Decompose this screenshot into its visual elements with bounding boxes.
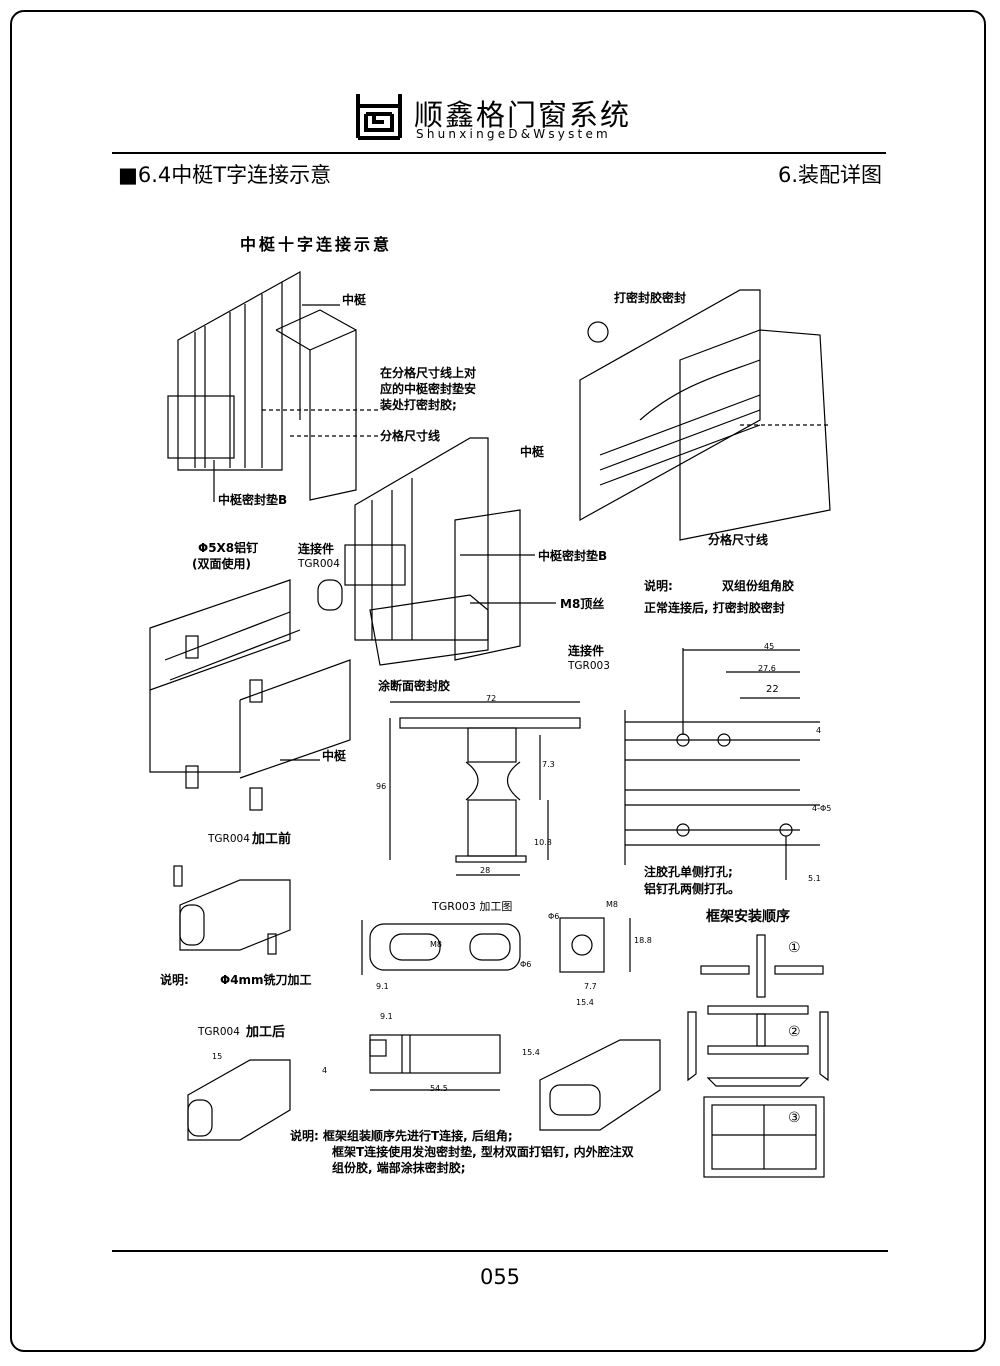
cross-joint-drawing [167,270,378,502]
step-1-marker: ① [788,940,801,956]
label-mullion-1: 中梃 [342,293,367,307]
dim-15: 15 [212,1052,223,1061]
label-grid-line-2: 分格尺寸线 [708,533,769,547]
mill-note-head: 说明: [160,973,189,987]
rivet-label-line-2: (双面使用) [192,557,251,571]
chapter-title: 6.装配详图 [777,163,882,187]
hole-layout-drawing [624,648,820,880]
rivet-drawing [149,579,351,811]
dim-5-1: 5.1 [808,874,821,883]
frame-sequence-drawing [687,934,829,1178]
page-border [10,10,986,1352]
brand-name-en: ShunxingeD&Wsystem [416,127,611,141]
dim-22: 22 [766,684,779,695]
hole-note-line-2: 铝钉孔两侧打孔。 [644,882,741,896]
tgr003-process-drawing [361,917,631,975]
step-3-marker: ③ [788,1110,801,1126]
brand-logo-icon [356,92,402,140]
page-number: 055 [479,1265,521,1289]
dim-7-7: 7.7 [584,982,597,991]
tgr003-process-title: TGR003 加工图 [432,900,513,913]
final-note-line-2: 框架T连接使用发泡密封垫, 型材双面打铝钉, 内外腔注双 [332,1145,634,1159]
glue-note-head: 说明: [644,579,673,593]
dim-10-8: 10.8 [534,838,552,847]
t-joint-drawing [317,437,556,666]
dim-15-4-b: 15.4 [522,1048,540,1057]
label-m8-screw: M8顶丝 [560,597,605,611]
seal-note-line-3: 装处打密封胶; [380,398,457,412]
dim-m8-a: M8 [430,940,442,949]
final-note-line-3: 组份胶, 端部涂抹密封胶; [332,1161,466,1175]
code-tgr004: TGR004 [298,558,340,570]
mill-note: Φ4mm铣刀加工 [220,973,312,987]
after-label: 加工后 [246,1025,286,1040]
cross-joint-title: 中梃十字连接示意 [240,235,393,254]
dim-72: 72 [486,694,497,703]
after-processing-drawing [187,1034,661,1141]
dim-54-5: 54.5 [430,1084,448,1093]
dim-4-b: 4 [322,1066,328,1075]
header-divider [112,152,886,154]
step-2-marker: ② [788,1024,801,1040]
label-connector-2: 连接件 [568,644,605,658]
dim-27-6: 27.6 [758,664,776,673]
dim-9-1-a: 9.1 [376,982,389,991]
profile-section-drawing [389,701,581,876]
brand-name-cn: 顺鑫格门窗系统 [414,98,632,132]
before-processing-drawing [173,865,291,955]
sealant-drawing [579,289,831,541]
dim-7-3: 7.3 [542,760,555,769]
dim-15-4-a: 15.4 [576,998,594,1007]
before-label: 加工前 [252,832,292,847]
before-code: TGR004 [208,833,250,845]
dim-4-phi5: 4-Φ5 [812,804,832,813]
dim-9-1-b: 9.1 [380,1012,393,1021]
dim-phi6-a: Φ6 [520,960,532,969]
glue-note: 双组份组角胶 [722,579,795,593]
seal-note-line-1: 在分格尺寸线上对 [380,366,477,380]
dim-m8-b: M8 [606,900,618,909]
label-mullion-seal-b-2: 中梃密封垫B [538,549,608,563]
label-connector-1: 连接件 [298,542,335,556]
seal-note-line-2: 应的中梃密封垫安 [380,382,477,396]
label-mullion-3: 中梃 [322,749,347,763]
label-seal-glue: 打密封胶密封 [614,291,687,305]
section-title: ■6.4中梃T字连接示意 [118,163,332,187]
after-code: TGR004 [198,1026,240,1038]
final-note-line-1: 说明: 框架组装顺序先进行T连接, 后组角; [290,1129,513,1143]
dim-4-a: 4 [816,726,822,735]
rivet-label-line-1: Φ5X8铝钉 [198,541,259,555]
footer-divider [112,1250,888,1252]
label-end-seal: 涂断面密封胶 [378,679,451,693]
glue-note-2: 正常连接后, 打密封胶密封 [644,601,785,615]
label-mullion-2: 中梃 [520,445,545,459]
hole-note-line-1: 注胶孔单侧打孔; [644,865,733,879]
dim-28: 28 [480,866,491,875]
label-grid-line-1: 分格尺寸线 [380,429,441,443]
frame-sequence-title: 框架安装顺序 [706,909,790,925]
dim-18-8: 18.8 [634,936,652,945]
dim-phi6-b: Φ6 [548,912,560,921]
dim-45: 45 [764,642,775,651]
code-tgr003: TGR003 [568,660,610,672]
label-mullion-seal-b-1: 中梃密封垫B [218,493,288,507]
dim-96: 96 [376,782,387,791]
